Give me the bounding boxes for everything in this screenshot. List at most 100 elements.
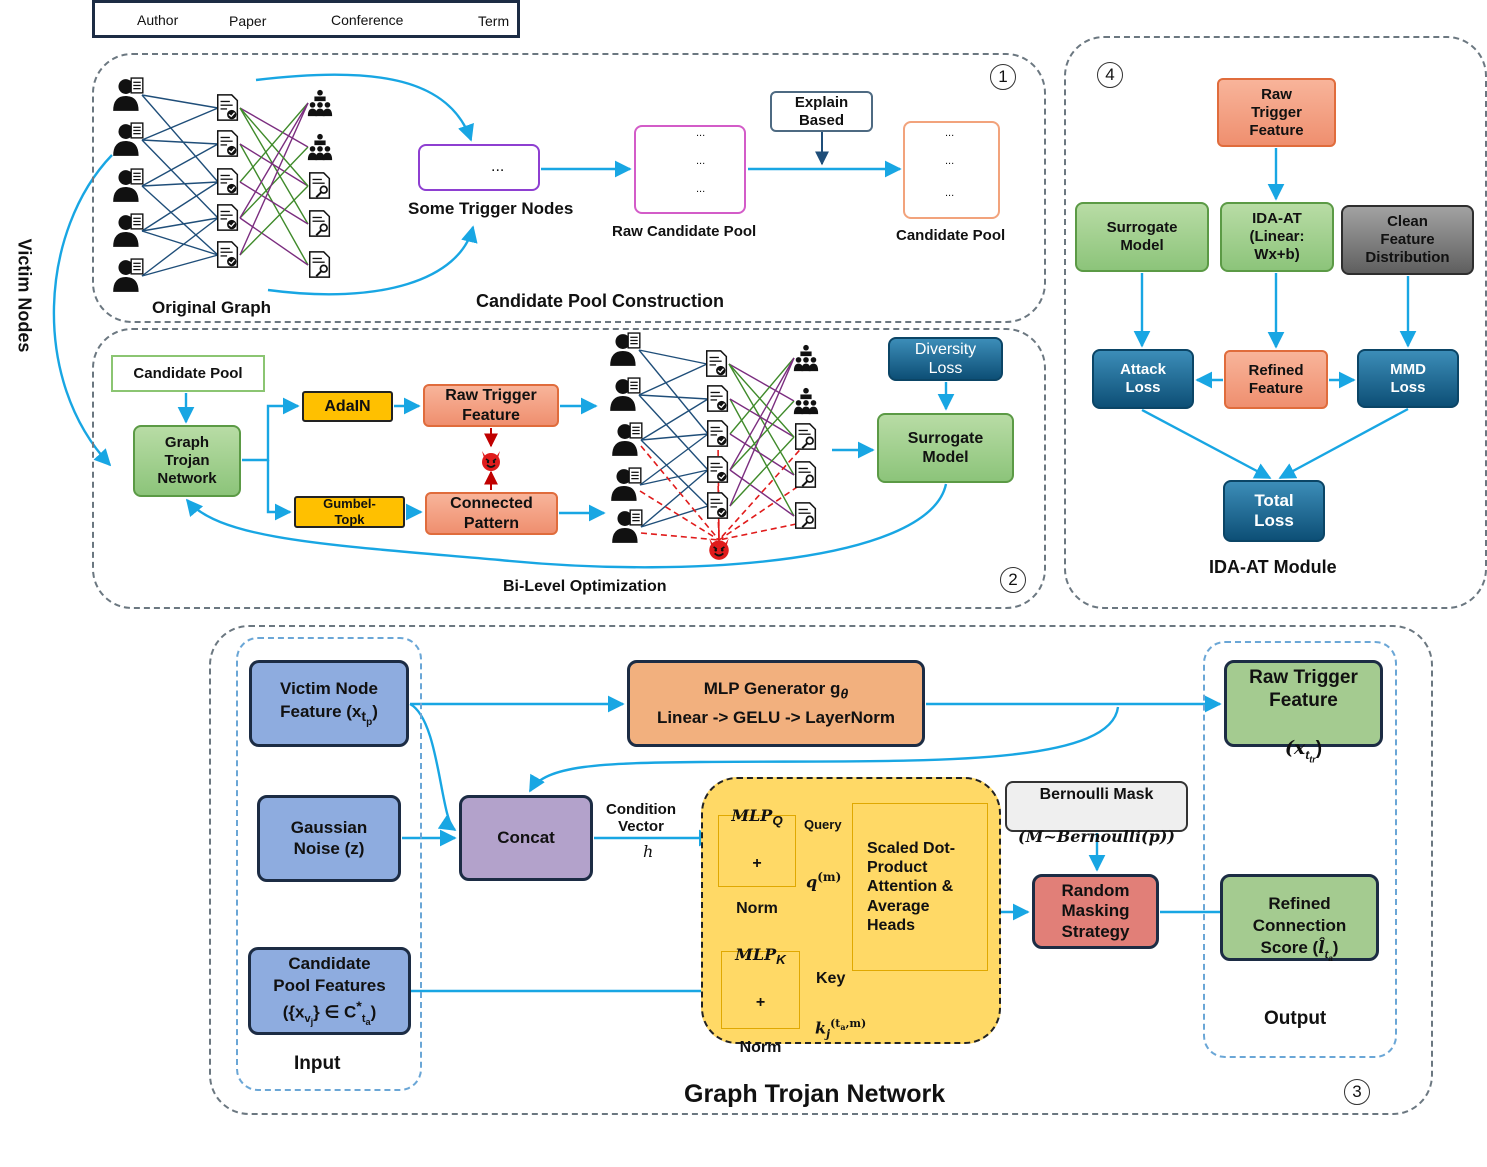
arrow-to-trigger-top: [255, 73, 474, 142]
panel-number-4: 4: [1097, 62, 1123, 88]
arrow-to-trigger-bottom: [267, 225, 478, 296]
attention-box: Scaled Dot- Product Attention & Average …: [852, 803, 988, 971]
author-paper-edge: [640, 398, 709, 441]
author-paper-edge: [141, 254, 219, 277]
legend-conference-label: Conference: [331, 12, 404, 28]
bernoulli-mask-box: Bernoulli Mask (M~Bernoulli(p)): [1005, 781, 1188, 846]
gtn-to-adain: [242, 397, 300, 462]
bernoulli-mask-formula: (M~Bernoulli(p)): [1018, 826, 1175, 846]
panel3-title: Graph Trojan Network: [684, 1080, 946, 1108]
raw-trigger-feature-box: Raw Trigger Feature: [423, 384, 559, 427]
diversity-loss-box: Diversity Loss: [888, 337, 1003, 381]
author-paper-edge: [141, 217, 219, 232]
mlp-generator-title: MLP Generator g: [703, 679, 841, 699]
query-q: q: [806, 872, 818, 892]
graph-trojan-network-box: Graph Trojan Network: [133, 425, 241, 497]
paper-venue-edge: [729, 357, 795, 507]
attention-module: [701, 777, 1001, 1044]
author-paper-edge: [640, 433, 709, 441]
author-paper-edge: [640, 505, 709, 528]
trigger-nodes-box: [418, 144, 540, 191]
paper-venue-edge: [239, 185, 309, 256]
mlp-k-label: MLP: [735, 944, 777, 964]
pool-ellipsis: ...: [696, 183, 706, 195]
paper-venue-edge: [729, 357, 795, 471]
query-q-sup: (m): [817, 870, 842, 884]
author-paper-edge: [141, 94, 219, 183]
panel-bi-level-optimization: [92, 328, 1046, 609]
raw-candidate-pool-label: Raw Candidate Pool: [612, 223, 757, 240]
author-paper-edge: [640, 439, 709, 507]
panel-ida-at-module: [1064, 36, 1487, 609]
legend-author-label: Author: [137, 12, 179, 28]
attack-to-total: [1141, 408, 1272, 480]
paper-venue-edge: [728, 363, 795, 402]
victim-nodes-label: Victim Nodes: [14, 238, 35, 353]
legend: Author Paper Conference Term: [92, 0, 520, 38]
paper-venue-edge: [728, 363, 795, 438]
candidate-pool-input-box: Candidate Pool: [111, 355, 265, 392]
trigger-connection-edge: [640, 445, 720, 541]
trigger-connection-edge: [718, 521, 807, 541]
key-k-sub: j: [826, 1027, 831, 1041]
condition-h-label: h: [643, 842, 654, 861]
victim-node-feature-text: Victim Node Feature (x: [280, 678, 378, 721]
author-paper-edge: [638, 349, 708, 365]
paper-venue-edge: [239, 107, 309, 148]
author-paper-edge: [141, 143, 219, 187]
bernoulli-mask-title: Bernoulli Mask: [1039, 786, 1154, 804]
connected-pattern-box: Connected Pattern: [425, 492, 558, 535]
paper-venue-edge: [729, 436, 795, 507]
panel2-title: Bi-Level Optimization: [503, 578, 667, 595]
author-paper-edge: [141, 181, 219, 232]
flow-arrows: [52, 73, 1417, 1000]
panel4-title: IDA-AT Module: [1209, 557, 1337, 577]
author-paper-edge: [638, 349, 709, 435]
panel-number-3: 3: [1344, 1079, 1370, 1105]
pool-ellipsis: ...: [945, 155, 955, 167]
refined-feature-box: Refined Feature: [1224, 350, 1328, 409]
author-paper-edge: [639, 433, 709, 486]
raw-trigger-output-sub: t: [1305, 747, 1310, 762]
surrogate-model-box: Surrogate Model: [877, 413, 1014, 483]
paper-venue-edge: [729, 357, 795, 435]
key-k-sup: (t: [830, 1017, 841, 1030]
pool-ellipsis: ...: [945, 187, 955, 199]
victim-node-feature-subsub: p: [366, 716, 373, 728]
some-trigger-nodes-label: Some Trigger Nodes: [408, 199, 574, 218]
clean-feature-distribution-box: Clean Feature Distribution: [1341, 205, 1474, 275]
ida-at-linear-box: IDA-AT (Linear: Wx+b): [1220, 202, 1334, 272]
candidate-pool-features-box: Candidate Pool Features ({xvj} ∈ C*ta): [248, 947, 411, 1035]
trigger-graph-edges: [638, 349, 807, 541]
query-label: Query: [804, 817, 842, 832]
trigger-connection-edge: [640, 532, 720, 541]
paper-venue-edge: [728, 363, 795, 476]
author-paper-edge: [141, 217, 219, 277]
author-paper-edge: [638, 363, 708, 396]
gaussian-noise-box: Gaussian Noise (z): [257, 795, 401, 882]
mlp-k-norm: Norm: [739, 1038, 782, 1056]
adain-box: AdaIN: [302, 391, 393, 422]
mlp-q-norm: Norm: [736, 899, 778, 917]
author-paper-edge: [638, 394, 709, 471]
key-symbol: kj(ta,m): [815, 1017, 867, 1041]
key-label: Key: [816, 970, 846, 987]
paper-venue-edge: [239, 107, 309, 187]
victim-nodes-arrow: [52, 154, 113, 467]
trigger-connection-edge: [718, 480, 807, 541]
candidate-pool-features-set: ({x: [282, 1002, 305, 1022]
raw-trigger-output-symbol: (x: [1284, 736, 1306, 759]
paper-venue-edge: [239, 217, 309, 266]
pool-ellipsis: ...: [696, 155, 706, 167]
panel1-title: Candidate Pool Construction: [476, 291, 725, 311]
paper-venue-edge: [729, 398, 795, 438]
victim-to-concat: [409, 702, 457, 831]
legend-term-label: Term: [478, 13, 510, 29]
mmd-to-total: [1278, 407, 1409, 480]
explain-based-box: Explain Based: [770, 91, 873, 132]
paper-venue-edge: [239, 143, 309, 266]
author-paper-edge: [141, 139, 219, 219]
mlp-k-sub: K: [776, 951, 786, 967]
original-graph-label: Original Graph: [152, 298, 272, 317]
